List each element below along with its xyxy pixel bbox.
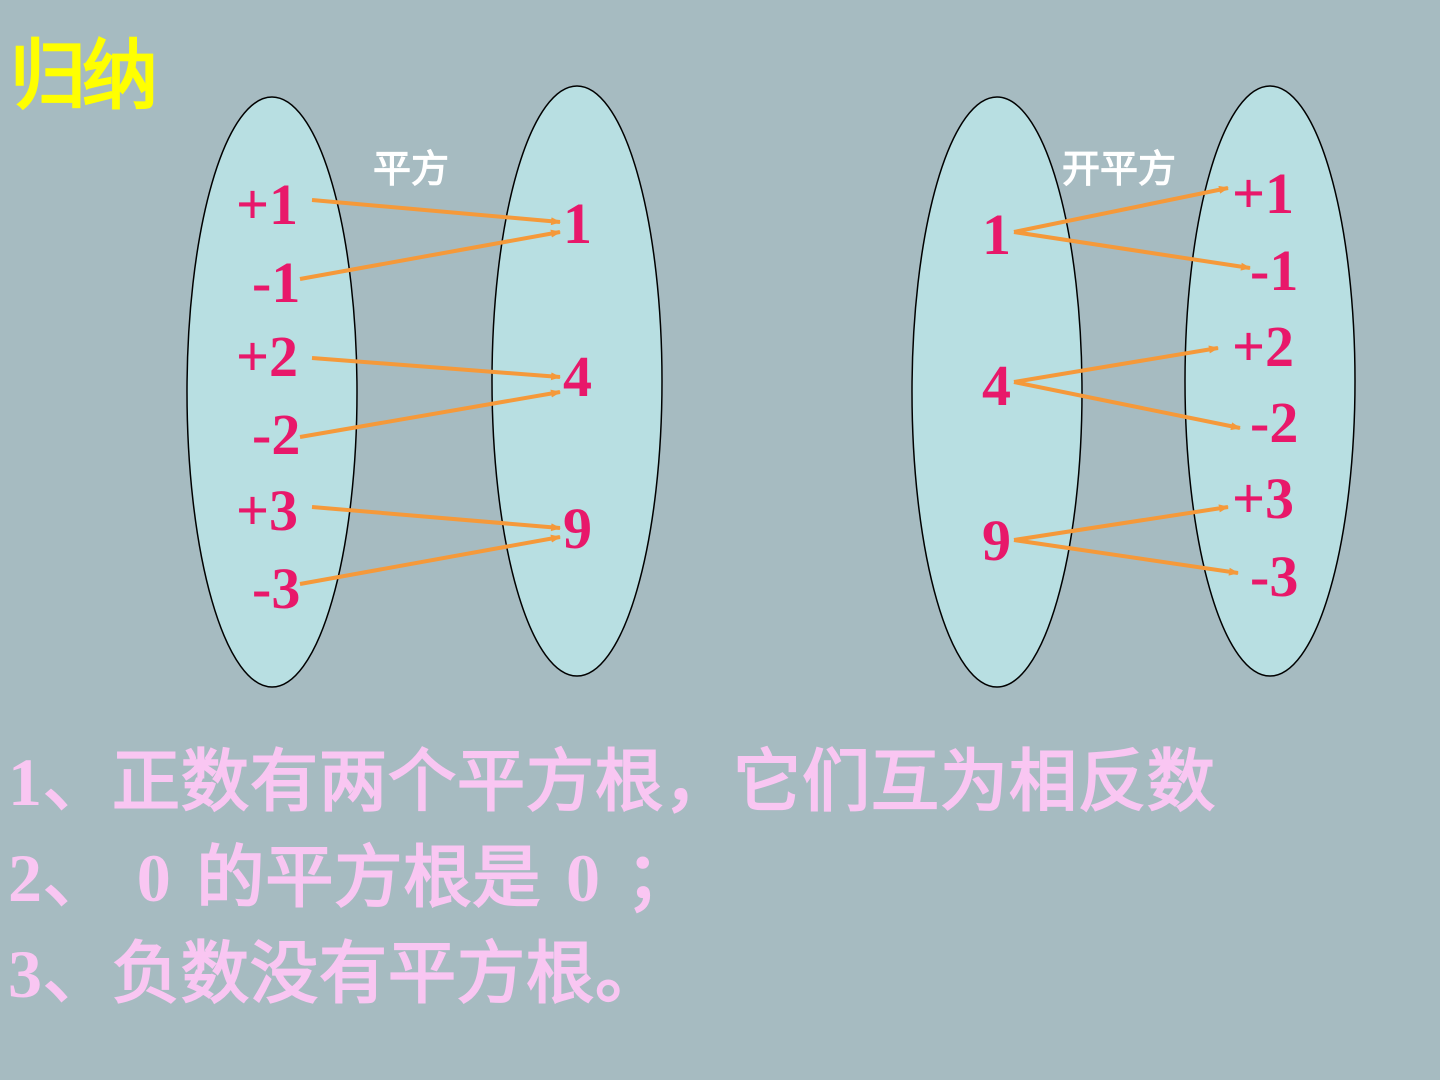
range-value: 9 [563,496,592,561]
mapping-arrow [1013,504,1229,542]
square-label: 平方 [373,147,449,191]
square-diagram: 平方 +1 -1 +2 -2 +3 -3 1 4 9 [186,85,663,688]
mapping-arrow [299,534,561,586]
domain-value: 4 [982,353,1011,418]
sqrt-range-ellipse [1184,85,1356,677]
summary-number: 2 [8,840,43,916]
range-value: +2 [1232,314,1294,379]
mapping-arrow [311,356,561,381]
domain-value: +1 [236,172,298,237]
domain-value: -1 [252,250,300,315]
summary-number: 1 [8,744,43,820]
square-domain-values: +1 -1 +2 -2 +3 -3 [236,172,300,621]
mapping-arrow [299,389,561,439]
range-value: -1 [1250,238,1298,303]
sqrt-diagram: 开平方 1 4 9 +1 -1 +2 -2 +3 -3 [911,85,1356,688]
mapping-arrow [299,229,561,281]
mapping-arrow [1013,538,1239,576]
sqrt-range-values: +1 -1 +2 -2 +3 -3 [1232,161,1298,609]
domain-value: 9 [982,508,1011,573]
domain-value: -3 [252,556,300,621]
range-value: -2 [1250,390,1298,455]
square-arrows [299,198,561,586]
summary-number: 3 [8,936,43,1012]
mapping-arrow [1013,345,1219,384]
summary-text: 、负数没有平方根。 [43,935,665,1014]
range-value: +1 [1232,161,1294,226]
summary-line-3: 3、负数没有平方根。 [8,918,664,1017]
summary-text: 的平方根是 [171,839,567,918]
summary-zero: 0 [136,840,172,916]
sqrt-domain-ellipse [911,96,1083,688]
square-domain-ellipse [186,96,358,688]
summary-text: 、 [43,839,137,918]
domain-value: -2 [252,402,300,467]
sqrt-domain-values: 1 4 9 [982,202,1011,573]
mapping-arrow [1013,185,1229,234]
domain-value: 1 [982,202,1011,267]
range-value: +3 [1232,466,1294,531]
mapping-arrow [1013,230,1251,271]
summary-text: ； [601,839,695,918]
square-range-ellipse [491,85,663,677]
domain-value: +2 [236,324,298,389]
range-value: 4 [563,344,592,409]
summary-zero: 0 [566,840,602,916]
summary-line-2: 2、 0 的平方根是 0 ； [8,822,695,921]
sqrt-label: 开平方 [1062,147,1176,191]
range-value: 1 [563,191,592,256]
summary-line-1: 1、正数有两个平方根，它们互为相反数 [8,726,1216,825]
domain-value: +3 [236,478,298,543]
sqrt-arrows [1013,185,1251,576]
mapping-arrow [311,198,561,226]
summary-text: 、正数有两个平方根，它们互为相反数 [43,743,1217,822]
range-value: -3 [1250,544,1298,609]
mapping-arrow [311,505,561,532]
square-range-values: 1 4 9 [563,191,592,561]
mapping-arrow [1013,380,1241,431]
slide-title: 归纳 [10,31,158,120]
